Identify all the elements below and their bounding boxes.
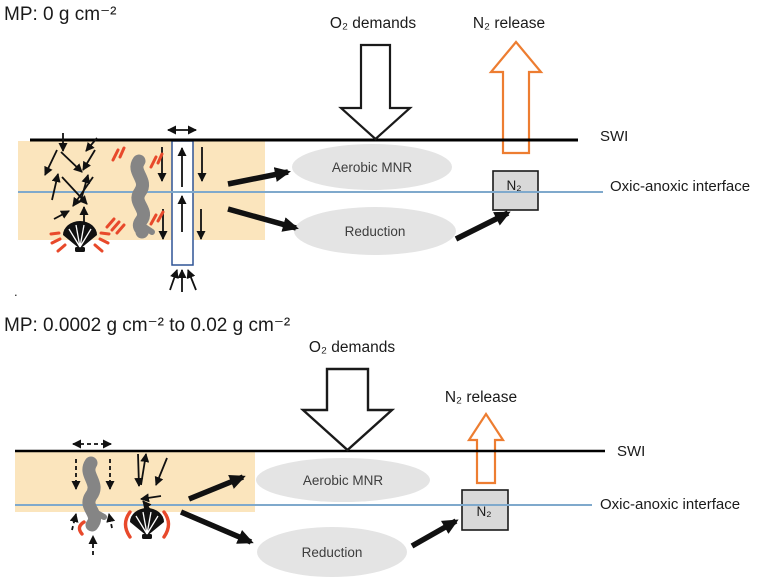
n2-box-label: N₂	[477, 504, 492, 519]
stress-marks	[77, 510, 171, 539]
oxic-anoxic-label: Oxic-anoxic interface	[610, 178, 750, 195]
panel-title: MP: 0 g cm⁻²	[4, 4, 116, 25]
swi-label: SWI	[617, 443, 645, 460]
top-panel: MP: 0 g cm⁻² O₂ demands N₂ release SWI O…	[4, 4, 750, 292]
stray-dot: .	[14, 284, 18, 299]
aerobic-mnr-ellipse	[256, 458, 430, 502]
bottom-panel: MP: 0.0002 g cm⁻² to 0.02 g cm⁻² O₂ dema…	[4, 315, 740, 577]
worm-tail	[140, 223, 155, 235]
n2-box	[461, 489, 509, 531]
flux-arrows	[179, 474, 459, 549]
n2-release-label: N₂ release	[445, 389, 517, 406]
aerobic-mnr-label: Aerobic MNR	[303, 473, 384, 488]
aerobic-mnr-label: Aerobic MNR	[332, 160, 413, 175]
n2-release-arrow	[466, 411, 506, 485]
o2-demand-arrow	[299, 367, 396, 452]
sediment-zone	[15, 452, 255, 512]
shell-icon	[63, 221, 97, 252]
aerobic-mnr-ellipse	[292, 144, 452, 190]
shell-icon	[130, 508, 164, 539]
worm-icon	[82, 456, 101, 532]
reduction-label: Reduction	[345, 224, 406, 239]
o2-demand-arrow	[338, 43, 413, 141]
stress-marks	[49, 146, 165, 253]
swi-label: SWI	[600, 128, 628, 145]
reduction-ellipse	[294, 207, 456, 255]
flux-arrows	[227, 167, 511, 242]
reduction-label: Reduction	[302, 545, 363, 560]
burrow-irrigation-arrows	[157, 125, 207, 292]
dashed-mixing-arrows	[69, 439, 116, 555]
n2-release-label: N₂ release	[473, 15, 545, 32]
worm-icon	[130, 154, 150, 239]
o2-demands-label: O₂ demands	[330, 15, 416, 32]
n2-box	[492, 170, 539, 211]
oxic-anoxic-label: Oxic-anoxic interface	[600, 496, 740, 513]
n2-release-arrow	[488, 40, 544, 155]
worm-tail	[92, 509, 107, 520]
reduction-ellipse	[257, 527, 407, 577]
mixing-arrows	[44, 133, 98, 227]
n2-box-label: N₂	[507, 178, 522, 193]
o2-demands-label: O₂ demands	[309, 339, 395, 356]
panel-title: MP: 0.0002 g cm⁻² to 0.02 g cm⁻²	[4, 315, 290, 336]
